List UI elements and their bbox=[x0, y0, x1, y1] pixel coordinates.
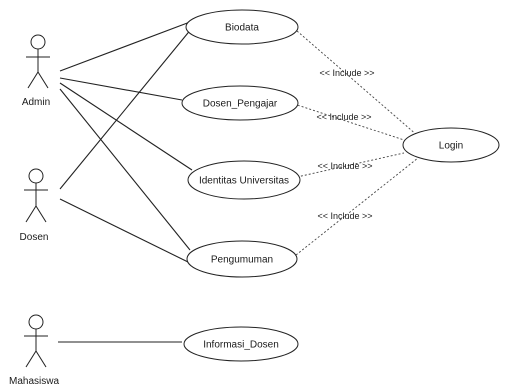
actor-mahasiswa[interactable]: Mahasiswa bbox=[9, 314, 59, 387]
stick-figure-icon bbox=[24, 314, 48, 368]
use-case-label-login: Login bbox=[439, 141, 463, 152]
include-line-biodata-login bbox=[296, 30, 419, 137]
use-case-label-identitas-universitas: Identitas Universitas bbox=[199, 176, 289, 187]
stick-figure-icon bbox=[24, 168, 48, 223]
include-line-pengumuman-login bbox=[295, 157, 419, 256]
association-dosen-pengumuman bbox=[59, 198, 189, 263]
actor-label-mahasiswa: Mahasiswa bbox=[9, 376, 59, 387]
stick-figure-icon bbox=[26, 34, 50, 89]
use-case-informasi-dosen[interactable]: Informasi_Dosen bbox=[183, 326, 299, 362]
include-relations: << Include >> << Include >> << Include >… bbox=[293, 30, 419, 256]
use-case-dosen-pengajar[interactable]: Dosen_Pengajar bbox=[181, 85, 299, 121]
use-case-login[interactable]: Login bbox=[402, 127, 500, 163]
use-cases: Biodata Dosen_Pengajar Identitas Univers… bbox=[181, 9, 500, 362]
association-admin-biodata bbox=[59, 21, 191, 72]
association-admin-dosen-pengajar bbox=[59, 77, 183, 101]
associations bbox=[58, 21, 193, 343]
actor-dosen[interactable]: Dosen bbox=[20, 168, 49, 243]
include-label-biodata: << Include >> bbox=[319, 68, 374, 78]
association-admin-pengumuman bbox=[59, 88, 191, 251]
use-case-label-dosen-pengajar: Dosen_Pengajar bbox=[203, 99, 278, 110]
actor-label-dosen: Dosen bbox=[20, 232, 49, 243]
association-admin-identitas-universitas bbox=[59, 82, 193, 171]
use-case-label-pengumuman: Pengumuman bbox=[211, 255, 273, 266]
include-label-identitas-universitas: << Include >> bbox=[317, 161, 372, 171]
use-case-label-biodata: Biodata bbox=[225, 23, 259, 34]
actor-admin[interactable]: Admin bbox=[22, 34, 50, 108]
actor-label-admin: Admin bbox=[22, 97, 50, 108]
include-label-pengumuman: << Include >> bbox=[317, 211, 372, 221]
use-case-biodata[interactable]: Biodata bbox=[185, 9, 299, 45]
actors: Admin Dosen Mahasiswa bbox=[9, 34, 59, 387]
association-dosen-biodata bbox=[59, 27, 193, 190]
include-label-dosen-pengajar: << Include >> bbox=[316, 112, 371, 122]
use-case-identitas-universitas[interactable]: Identitas Universitas bbox=[187, 160, 301, 200]
use-case-label-informasi-dosen: Informasi_Dosen bbox=[203, 340, 279, 351]
use-case-pengumuman[interactable]: Pengumuman bbox=[186, 240, 298, 278]
include-line-dosen-pengajar-login bbox=[293, 103, 405, 141]
